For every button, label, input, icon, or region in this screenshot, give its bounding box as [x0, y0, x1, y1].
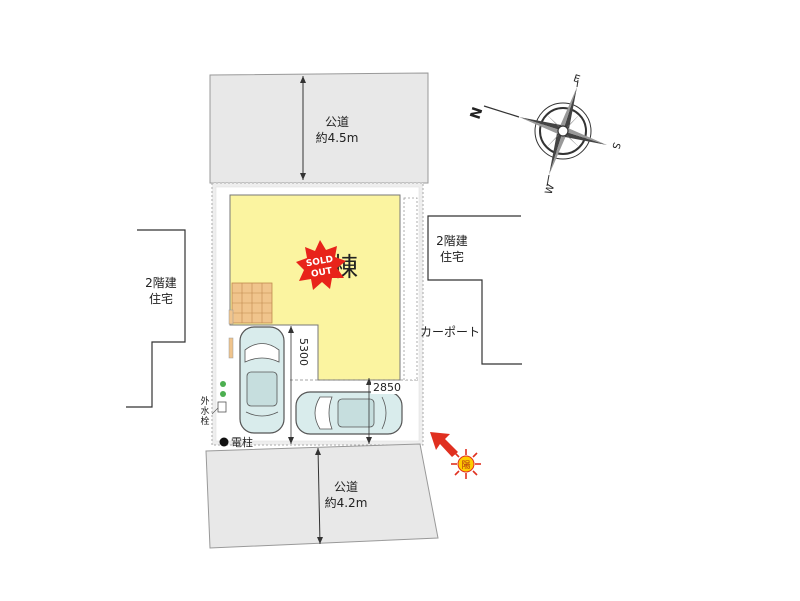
- dim-width-label: 2850: [373, 381, 401, 394]
- sold-out-badge: [296, 240, 346, 290]
- west-neighbor-line2: 住宅: [149, 291, 173, 306]
- wall-mark-2: [228, 337, 234, 359]
- compass-east: E: [572, 73, 581, 85]
- parked-car-2: [295, 391, 403, 435]
- west-neighbor-line1: 2階建: [145, 275, 177, 290]
- sun-icon: 陽: [451, 449, 481, 479]
- west-neighbor-outline: [126, 229, 186, 408]
- north-road-width: 約4.5m: [316, 130, 359, 145]
- sun-direction-arrow: [430, 432, 458, 457]
- compass-west: W: [544, 183, 558, 196]
- water-faucet-icon: [217, 401, 227, 413]
- utility-pole-label: 電柱: [231, 435, 253, 449]
- sun-badge-label: 陽: [461, 460, 470, 471]
- sold-out-line1: SOLD: [305, 255, 334, 270]
- wood-deck: [231, 282, 273, 324]
- east-neighbor-line1: 2階建: [436, 233, 468, 248]
- carport-label: カーポート: [420, 325, 480, 339]
- south-road-name: 公道: [334, 480, 358, 494]
- compass-rose-icon: N E S W: [468, 73, 622, 196]
- utility-pole-icon: [219, 437, 229, 447]
- parked-car-1: [239, 326, 285, 434]
- dim-depth-label: 5300: [297, 338, 310, 366]
- wall-mark-1: [228, 309, 234, 325]
- east-neighbor-line2: 住宅: [440, 249, 464, 264]
- south-road-dimension: [317, 447, 321, 545]
- water-faucet-char-2: 水: [200, 405, 209, 417]
- north-road-name: 公道: [325, 115, 349, 129]
- north-road-dim-arrow-bottom: [300, 173, 306, 180]
- water-faucet-char-3: 栓: [200, 415, 209, 427]
- north-road-dim-arrow-top: [300, 76, 306, 83]
- planter-dot-2: [220, 391, 226, 397]
- water-faucet-char-1: 外: [200, 395, 209, 407]
- sold-out-line2: OUT: [310, 266, 333, 280]
- planter-dot-1: [220, 381, 226, 387]
- compass-south: S: [609, 141, 621, 150]
- carport-structure: [403, 197, 418, 381]
- south-road-width: 約4.2m: [325, 495, 368, 510]
- compass-north: N: [468, 105, 487, 121]
- east-neighbor-outline: [427, 215, 522, 365]
